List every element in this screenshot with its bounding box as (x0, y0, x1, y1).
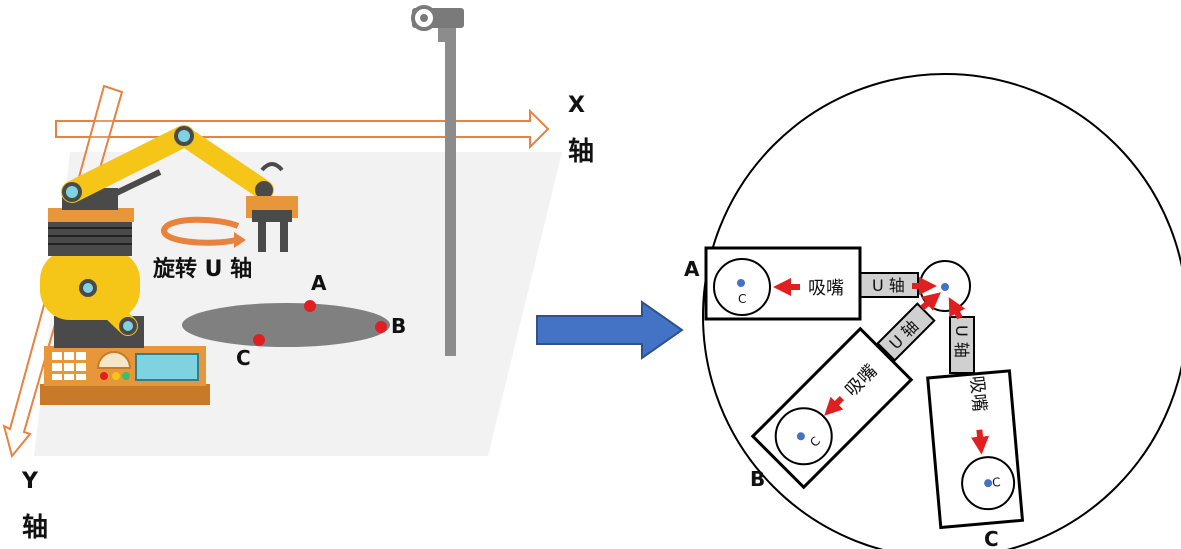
point-b-label: B (391, 314, 406, 338)
u-axis-label-c: U 轴 (952, 325, 971, 358)
u-axis-label-a: U 轴 (872, 276, 905, 295)
nozzle-a: C 吸嘴 (704, 246, 862, 321)
x-axis-letter: X (568, 93, 585, 118)
y-axis-char: 轴 (22, 513, 48, 543)
y-axis-letter: Y (21, 469, 39, 494)
corner-b-label: B (750, 467, 765, 491)
x-axis-char: 轴 (568, 137, 594, 167)
work-disk (182, 303, 390, 347)
corner-a-label: A (684, 257, 700, 281)
left-scene: 旋转 U 轴 A B C X 轴 Y 轴 (2, 5, 594, 543)
robot-arm-icon (40, 125, 298, 405)
camera-icon (411, 5, 464, 356)
nozzle-c: C 吸嘴 (926, 369, 1025, 530)
nozzle-a-label: 吸嘴 (808, 278, 844, 299)
workspace-circle (702, 73, 1181, 549)
right-scene: U 轴 U 轴 U 轴 C 吸嘴 C (684, 73, 1181, 549)
nozzle-a-target: C (738, 292, 746, 306)
u-axis-bar-a (857, 272, 919, 298)
point-a-label: A (311, 271, 327, 295)
rotate-u-label: 旋转 U 轴 (153, 256, 252, 282)
point-c-label: C (236, 346, 251, 370)
corner-c-label: C (984, 527, 999, 549)
nozzle-c-target: C (991, 475, 1001, 490)
point-b-marker (375, 321, 387, 333)
transition-arrow (536, 300, 684, 360)
x-axis-arrow (55, 108, 550, 150)
nozzle-b: C 吸嘴 (750, 326, 914, 490)
point-a-marker (304, 300, 316, 312)
rotate-u-arrow (161, 216, 246, 248)
point-c-marker (253, 334, 265, 346)
hub-center-dot (941, 283, 949, 291)
nozzle-c-label: 吸嘴 (966, 375, 990, 413)
u-axis-bar-b (876, 302, 936, 362)
